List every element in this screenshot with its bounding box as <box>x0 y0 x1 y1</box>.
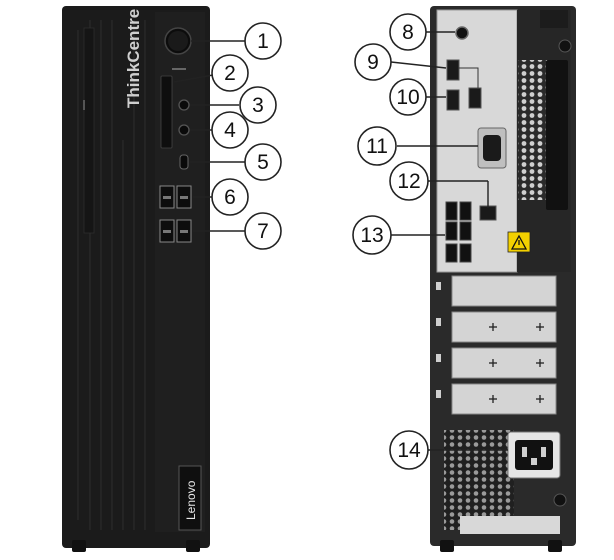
rear-thumbscrew <box>558 39 572 53</box>
callout-13: 13 <box>352 215 392 255</box>
svg-text:10: 10 <box>396 86 419 109</box>
hdmi-port[interactable] <box>446 89 460 111</box>
rear-view <box>430 6 576 552</box>
svg-text:4: 4 <box>224 119 236 142</box>
leader-lines <box>173 31 508 451</box>
callouts: 1 2 3 4 5 6 7 8 <box>211 13 429 470</box>
callout-4: 4 <box>211 111 249 149</box>
front-view: ThinkCentre Lenovo <box>62 6 210 552</box>
svg-text:1: 1 <box>257 30 269 53</box>
front-led <box>172 68 186 70</box>
expansion-slot-1 <box>451 275 557 307</box>
svg-text:3: 3 <box>252 94 264 117</box>
callout-1: 1 <box>244 22 282 60</box>
card-reader-slot[interactable] <box>160 75 173 149</box>
headset-jack[interactable] <box>178 99 190 111</box>
displayport-2[interactable] <box>468 87 482 109</box>
callout-14: 14 <box>389 430 429 470</box>
usb-c-port[interactable] <box>179 154 189 170</box>
callout-2: 2 <box>211 54 249 92</box>
rear-usb-3[interactable] <box>445 221 458 241</box>
serial-port[interactable] <box>483 135 501 161</box>
callout-5: 5 <box>244 143 282 181</box>
rear-left-holes <box>436 282 441 398</box>
svg-text:7: 7 <box>257 220 269 243</box>
svg-text:2: 2 <box>224 62 236 85</box>
optical-drive-bay <box>83 27 95 234</box>
callout-8: 8 <box>389 13 427 51</box>
callout-9: 9 <box>354 43 392 81</box>
front-foot-right <box>186 540 200 552</box>
lenovo-logo <box>178 465 202 531</box>
svg-text:13: 13 <box>360 224 383 247</box>
warning-icon <box>510 234 528 250</box>
callout-7: 7 <box>244 212 282 250</box>
callout-3: 3 <box>239 86 277 124</box>
rear-usb-5[interactable] <box>445 243 458 263</box>
svg-text:9: 9 <box>367 51 379 74</box>
svg-text:5: 5 <box>257 151 269 174</box>
displayport-1[interactable] <box>446 59 460 81</box>
ethernet-port[interactable] <box>479 205 497 221</box>
expansion-slots <box>451 275 557 415</box>
power-socket[interactable] <box>515 440 553 470</box>
svg-text:14: 14 <box>397 439 421 462</box>
rear-lower-vent <box>444 430 514 530</box>
svg-text:6: 6 <box>224 186 236 209</box>
rear-bottom-screw <box>553 493 567 507</box>
callout-10: 10 <box>389 78 427 116</box>
svg-text:11: 11 <box>366 135 388 158</box>
callout-6: 6 <box>211 178 249 216</box>
rear-usb-6[interactable] <box>459 243 472 263</box>
rear-usb-1[interactable] <box>445 201 458 221</box>
front-foot-left <box>72 540 86 552</box>
callout-12: 12 <box>389 161 429 201</box>
front-grooves <box>77 20 146 530</box>
rear-handle <box>546 60 568 210</box>
callout-11: 11 <box>357 126 397 166</box>
microphone-jack[interactable] <box>178 124 190 136</box>
rear-usb-group <box>445 201 472 263</box>
power-button-face <box>168 31 188 51</box>
brand-label: ThinkCentre <box>124 9 143 108</box>
rear-audio-jack[interactable] <box>455 26 469 40</box>
svg-text:8: 8 <box>402 21 414 44</box>
svg-text:12: 12 <box>397 170 420 193</box>
rear-usb-2[interactable] <box>459 201 472 221</box>
lenovo-logo-text: Lenovo <box>184 480 198 520</box>
rear-usb-4[interactable] <box>459 221 472 241</box>
